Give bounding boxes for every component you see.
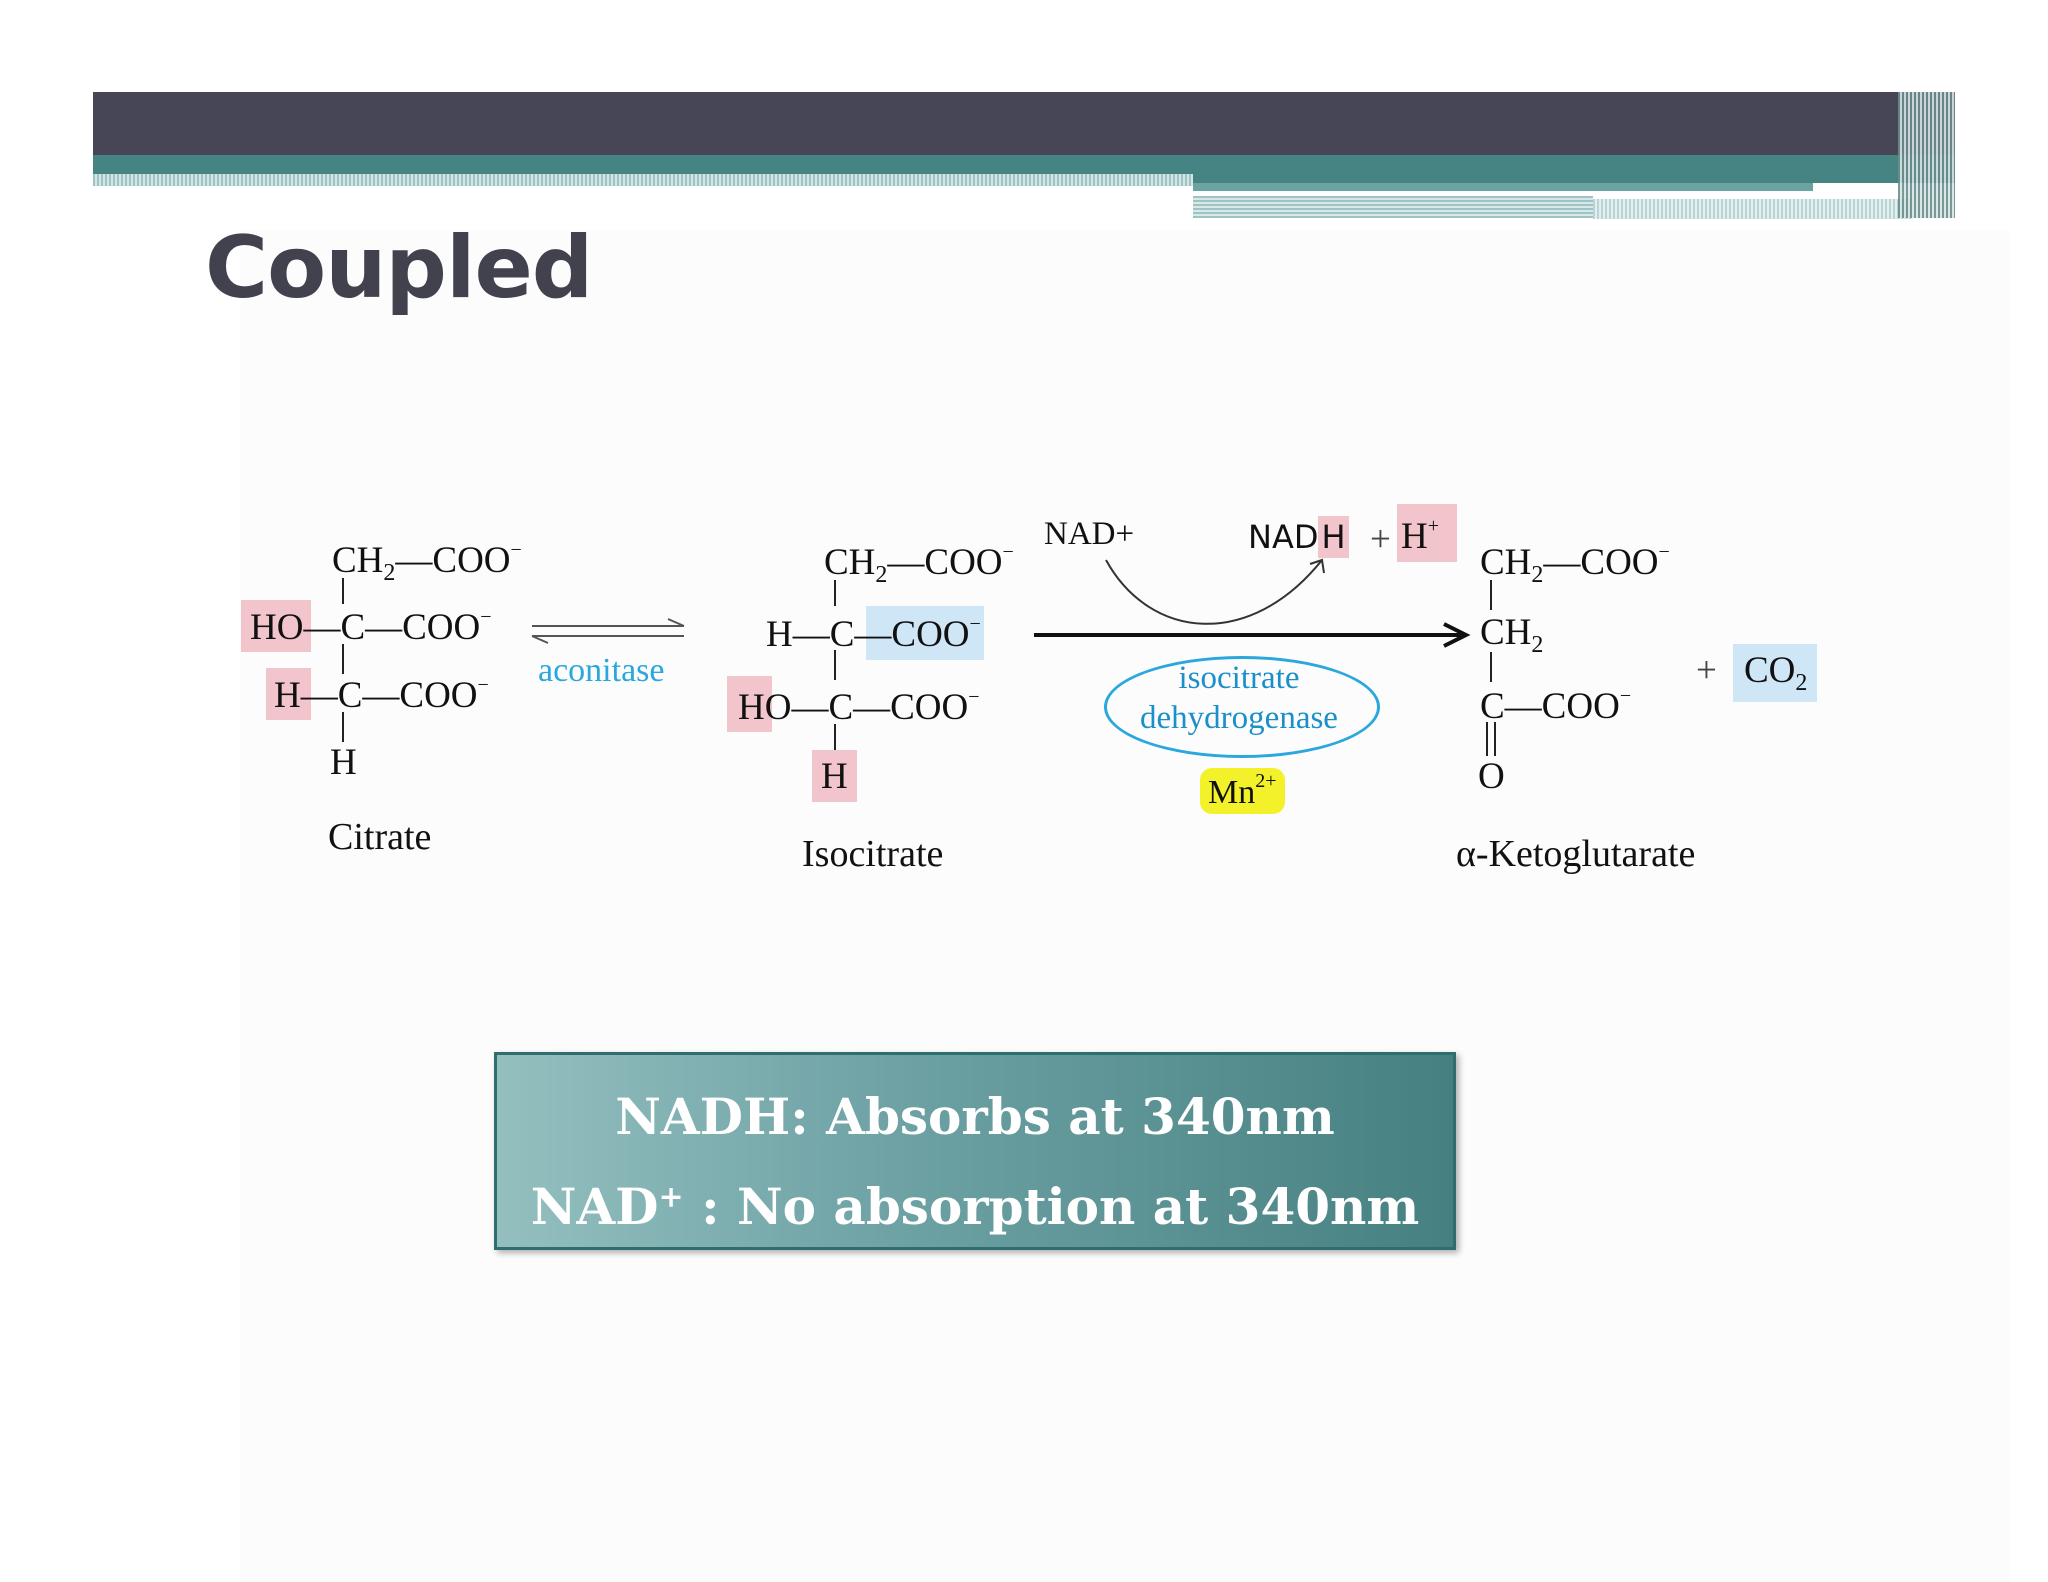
equilibrium-arrow	[531, 618, 685, 644]
bond-line	[1490, 580, 1492, 610]
enzyme-label-line2: dehydrogenase	[1140, 700, 1338, 736]
header-stripe	[1593, 199, 1913, 219]
co2-label: CO2	[1744, 650, 1808, 696]
slide-title: Coupled	[205, 218, 593, 318]
nad-plus-label: NAD+	[1044, 516, 1135, 552]
ketoglutarate-row3: C—COO−	[1480, 685, 1632, 727]
header-stripe	[1193, 183, 1813, 191]
header-stripe	[93, 174, 1193, 186]
highlight-box	[1733, 644, 1817, 702]
ketoglutarate-row2: CH2	[1480, 612, 1544, 658]
proton-label: H+	[1401, 515, 1440, 557]
ketoglutarate-label: α-Ketoglutarate	[1456, 833, 1696, 875]
slide-background	[240, 230, 2010, 1582]
ketoglutarate-row1: CH2—COO−	[1480, 541, 1670, 588]
nad-absorbance-line: NAD+ : No absorption at 340nm	[530, 1177, 1420, 1236]
enzyme-ellipse	[1104, 656, 1380, 758]
isocitrate-label: Isocitrate	[802, 833, 944, 875]
highlight-box	[241, 600, 311, 652]
bond-line	[342, 712, 344, 742]
bond-line	[1486, 722, 1488, 756]
ketoglutarate-row4: O	[1478, 756, 1505, 797]
citrate-row2: HO—C—COO−	[250, 606, 492, 648]
enzyme-label-line1: isocitrate	[1178, 660, 1300, 696]
nadh-label: NADH	[1248, 516, 1349, 558]
plus-sign: +	[1370, 519, 1391, 560]
plus-sign: +	[1696, 650, 1717, 691]
citrate-row4: H	[330, 742, 357, 783]
highlight-box	[727, 676, 772, 732]
bond-line	[834, 580, 836, 606]
aconitase-label: aconitase	[538, 652, 665, 689]
citrate-row1: CH2—COO−	[332, 539, 522, 586]
citrate-row3: H—C—COO−	[274, 674, 489, 716]
highlight-box	[266, 668, 311, 720]
isocitrate-row1: CH2—COO−	[824, 541, 1014, 588]
citrate-label: Citrate	[328, 816, 432, 858]
bond-line	[834, 724, 836, 752]
bond-line	[834, 650, 836, 680]
highlight-box	[866, 606, 984, 660]
highlight-box	[812, 750, 857, 802]
bond-line	[1490, 652, 1492, 682]
isocitrate-row3: HO—C—COO−	[738, 686, 980, 728]
header-bar	[93, 92, 1955, 155]
isocitrate-row4: H	[821, 756, 848, 797]
manganese-cofactor: Mn2+	[1200, 768, 1285, 814]
bond-line	[342, 578, 344, 604]
header-end-cap	[1898, 92, 1955, 218]
bond-line	[1494, 722, 1496, 756]
header-stripe	[1193, 196, 1593, 218]
reaction-arrow	[1034, 558, 1471, 648]
isocitrate-row2: H—C—COO−	[766, 613, 981, 655]
bond-line	[342, 644, 344, 674]
absorbance-info-box: NADH: Absorbs at 340nm NAD+ : No absorpt…	[494, 1052, 1456, 1250]
nadh-absorbance-line: NADH: Absorbs at 340nm	[615, 1087, 1335, 1146]
highlight-box	[1397, 504, 1457, 562]
